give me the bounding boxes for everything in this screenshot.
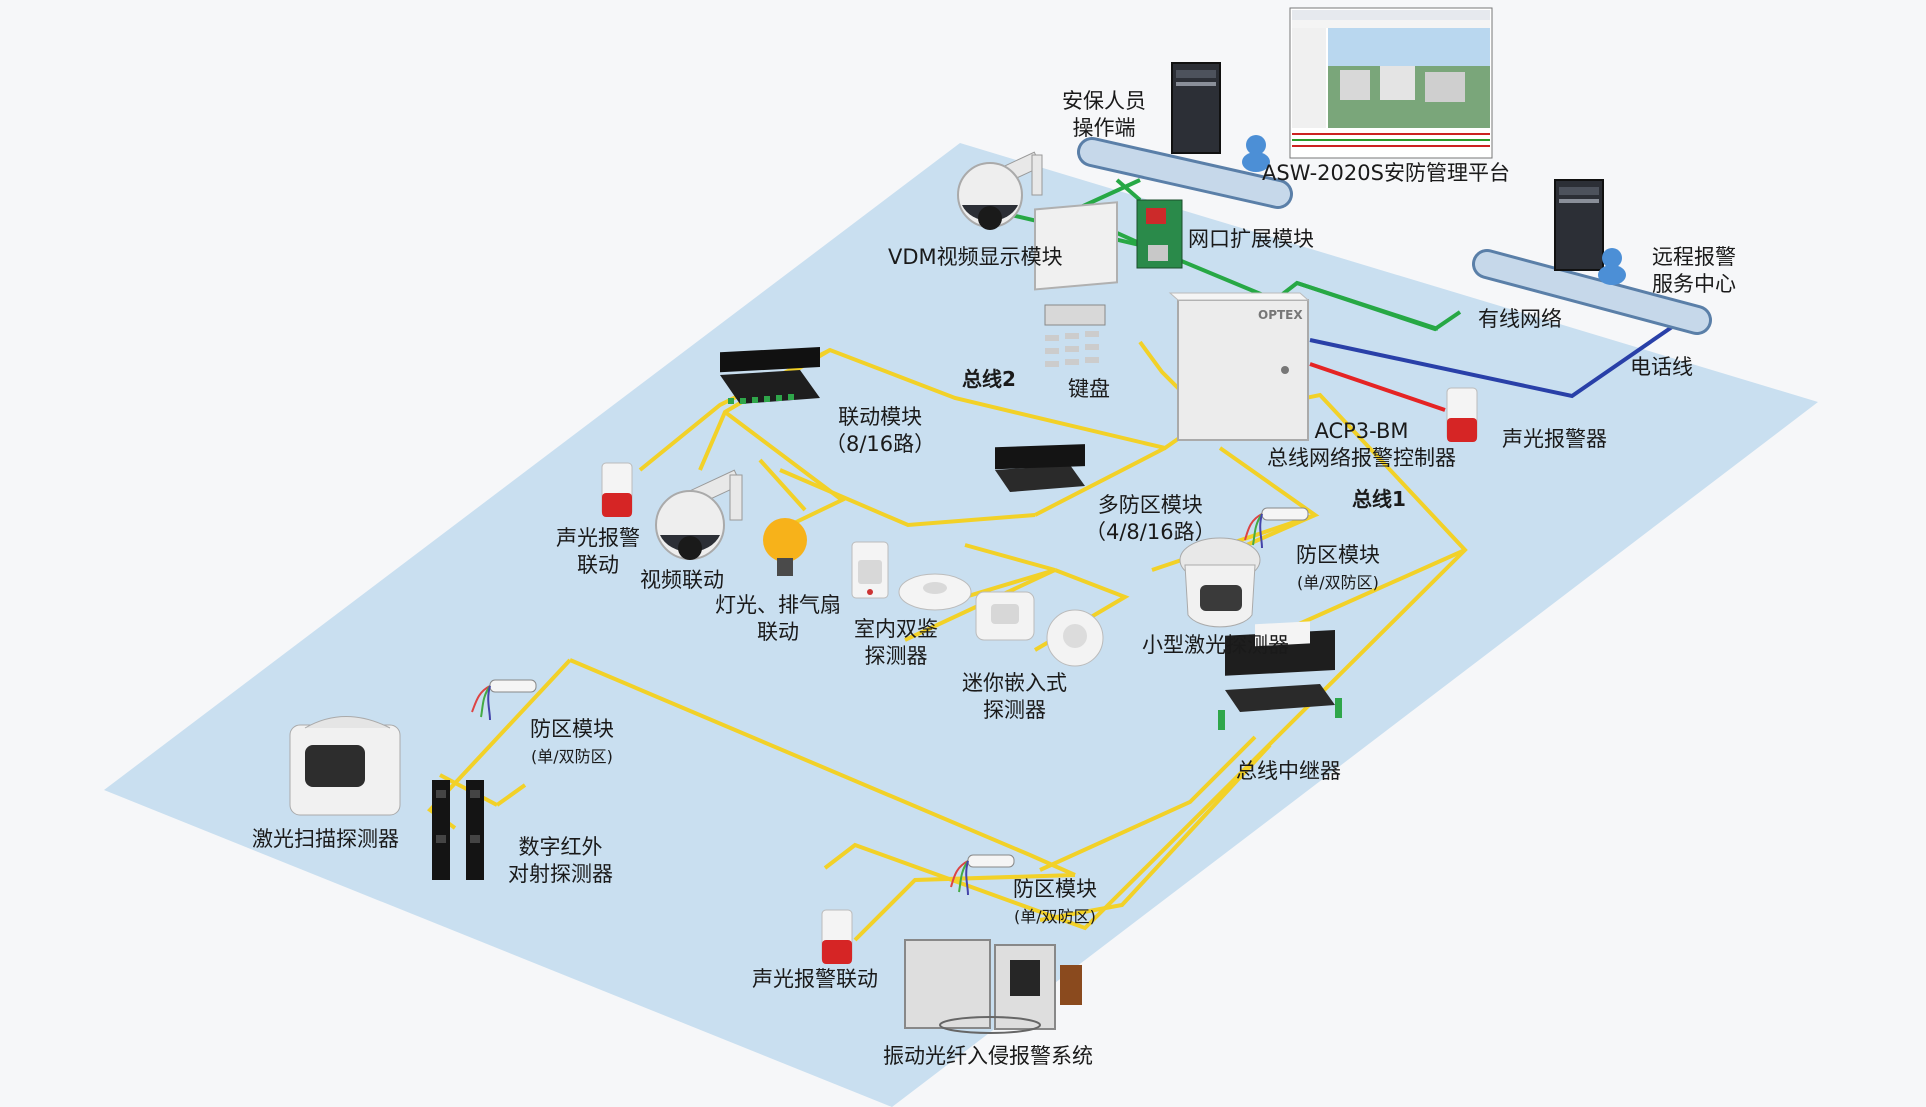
- fiber-system-icon: [904, 939, 1082, 1034]
- zone-module-icon-c: [950, 854, 1015, 896]
- label-platform: ASW-2020S安防管理平台: [1262, 161, 1510, 185]
- network-line-pipe: [1115, 178, 1142, 202]
- label-zone-b-line1: 防区模块: [530, 717, 614, 741]
- label-bus2: 总线2: [962, 367, 1016, 391]
- small-laser-detector-icon: [1179, 537, 1261, 628]
- label-repeater: 总线中继器: [1236, 759, 1341, 783]
- label-zone-a-line1: 防区模块: [1296, 543, 1380, 567]
- ir-beam-detector-icon: [432, 780, 484, 880]
- label-video-link: 视频联动: [640, 568, 724, 592]
- pipe-remote: [1472, 249, 1712, 335]
- siren-linkage-icon-bottom: [821, 909, 853, 964]
- label-siren-link: 声光报警 联动: [556, 525, 640, 579]
- label-operator: 安保人员 操作端: [1062, 88, 1146, 142]
- keypad-icon: [1034, 201, 1118, 367]
- label-ir-line2: 对射探测器: [508, 862, 613, 886]
- label-fiber: 振动光纤入侵报警系统: [883, 1044, 1093, 1068]
- server-icon: [1171, 62, 1270, 172]
- multi-zone-module-icon: [995, 444, 1085, 492]
- siren-linkage-icon: [601, 462, 633, 517]
- label-remote-line2: 服务中心: [1652, 272, 1736, 296]
- platform-screen: [1289, 7, 1493, 159]
- label-remote: 远程报警 服务中心: [1652, 244, 1736, 298]
- label-multi-zone-line2: （4/8/16路）: [1085, 520, 1216, 544]
- label-light-fan-line2: 联动: [757, 620, 799, 644]
- label-ir: 数字红外 对射探测器: [508, 834, 613, 888]
- siren-line: [1309, 362, 1446, 412]
- label-zone-a-line2: (单/双防区): [1297, 573, 1379, 592]
- label-vdm: VDM视频显示模块: [888, 245, 1063, 269]
- label-phone: 电话线: [1630, 355, 1693, 379]
- label-light-fan: 灯光、排气扇 联动: [715, 592, 841, 646]
- zone-module-icon-b: [471, 679, 537, 721]
- linkage-module-icon: [720, 347, 820, 404]
- label-zone-c-line2: (单/双防区): [1014, 907, 1096, 926]
- label-linkage-line1: 联动模块: [838, 405, 923, 429]
- label-bus1: 总线1: [1352, 487, 1406, 511]
- label-linkage-line2: （8/16路）: [825, 432, 936, 456]
- label-indoor-dual-line2: 探测器: [864, 644, 928, 668]
- label-linkage: 联动模块 （8/16路）: [825, 404, 935, 458]
- label-light-fan-line1: 灯光、排气扇: [715, 593, 841, 617]
- zone-module-icon-a: [1244, 507, 1309, 549]
- label-remote-line1: 远程报警: [1652, 245, 1736, 269]
- label-wired: 有线网络: [1478, 307, 1562, 331]
- server-icon-remote: [1554, 179, 1626, 285]
- label-laser-scan: 激光扫描探测器: [252, 827, 399, 851]
- label-siren: 声光报警器: [1502, 427, 1607, 451]
- label-multi-zone-line1: 多防区模块: [1097, 493, 1203, 517]
- video-camera-icon: [655, 469, 743, 560]
- label-zone-c-line1: 防区模块: [1013, 877, 1097, 901]
- network-module-icon: [1136, 199, 1183, 269]
- label-zone-c: 防区模块 (单/双防区): [1013, 876, 1097, 930]
- label-siren-link-2: 声光报警联动: [752, 967, 878, 991]
- mini-detector-icon: [975, 591, 1035, 641]
- label-indoor-dual-line1: 室内双鉴: [854, 617, 938, 641]
- ptz-camera-icon: [957, 151, 1043, 230]
- label-small-laser: 小型激光探测器: [1142, 633, 1289, 657]
- label-zone-b: 防区模块 (单/双防区): [530, 716, 614, 770]
- label-mini-embed-line1: 迷你嵌入式: [962, 671, 1067, 695]
- pipe-operator: [1077, 137, 1293, 209]
- phone-line: [1309, 325, 1674, 399]
- label-controller: ACP3-BM 总线网络报警控制器: [1267, 418, 1456, 472]
- label-keypad: 键盘: [1068, 377, 1110, 401]
- bus-repeater-icon: [1218, 621, 1342, 730]
- label-mini-embed-line2: 探测器: [983, 698, 1046, 722]
- label-multi-zone: 多防区模块 （4/8/16路）: [1085, 492, 1216, 546]
- label-controller-line2: 总线网络报警控制器: [1267, 446, 1456, 470]
- label-indoor-dual: 室内双鉴 探测器: [854, 616, 938, 670]
- round-detector-icon: [1046, 609, 1104, 667]
- label-mini-embed: 迷你嵌入式 探测器: [962, 670, 1067, 724]
- label-operator-line2: 操作端: [1072, 116, 1136, 140]
- label-ir-line1: 数字红外: [518, 835, 603, 859]
- siren-icon: [1446, 387, 1478, 442]
- label-controller-line1: ACP3-BM: [1314, 419, 1409, 443]
- label-net-ext: 网口扩展模块: [1188, 227, 1314, 251]
- label-siren-link-line1: 声光报警: [556, 526, 640, 550]
- label-operator-line1: 安保人员: [1062, 89, 1146, 113]
- alarm-controller-icon: OPTEX: [1168, 292, 1310, 441]
- dual-detector-icon: [851, 541, 889, 599]
- light-bulb-icon: [763, 518, 807, 576]
- floor-plane: [104, 143, 1818, 1107]
- label-zone-b-line2: (单/双防区): [531, 747, 613, 766]
- optex-logo: OPTEX: [1258, 308, 1303, 322]
- network-line-remote: [1296, 281, 1439, 331]
- label-siren-link-line2: 联动: [577, 553, 619, 577]
- ceiling-detector-icon: [898, 573, 972, 611]
- laser-scan-detector-icon: [289, 716, 401, 816]
- label-zone-a: 防区模块 (单/双防区): [1296, 542, 1380, 596]
